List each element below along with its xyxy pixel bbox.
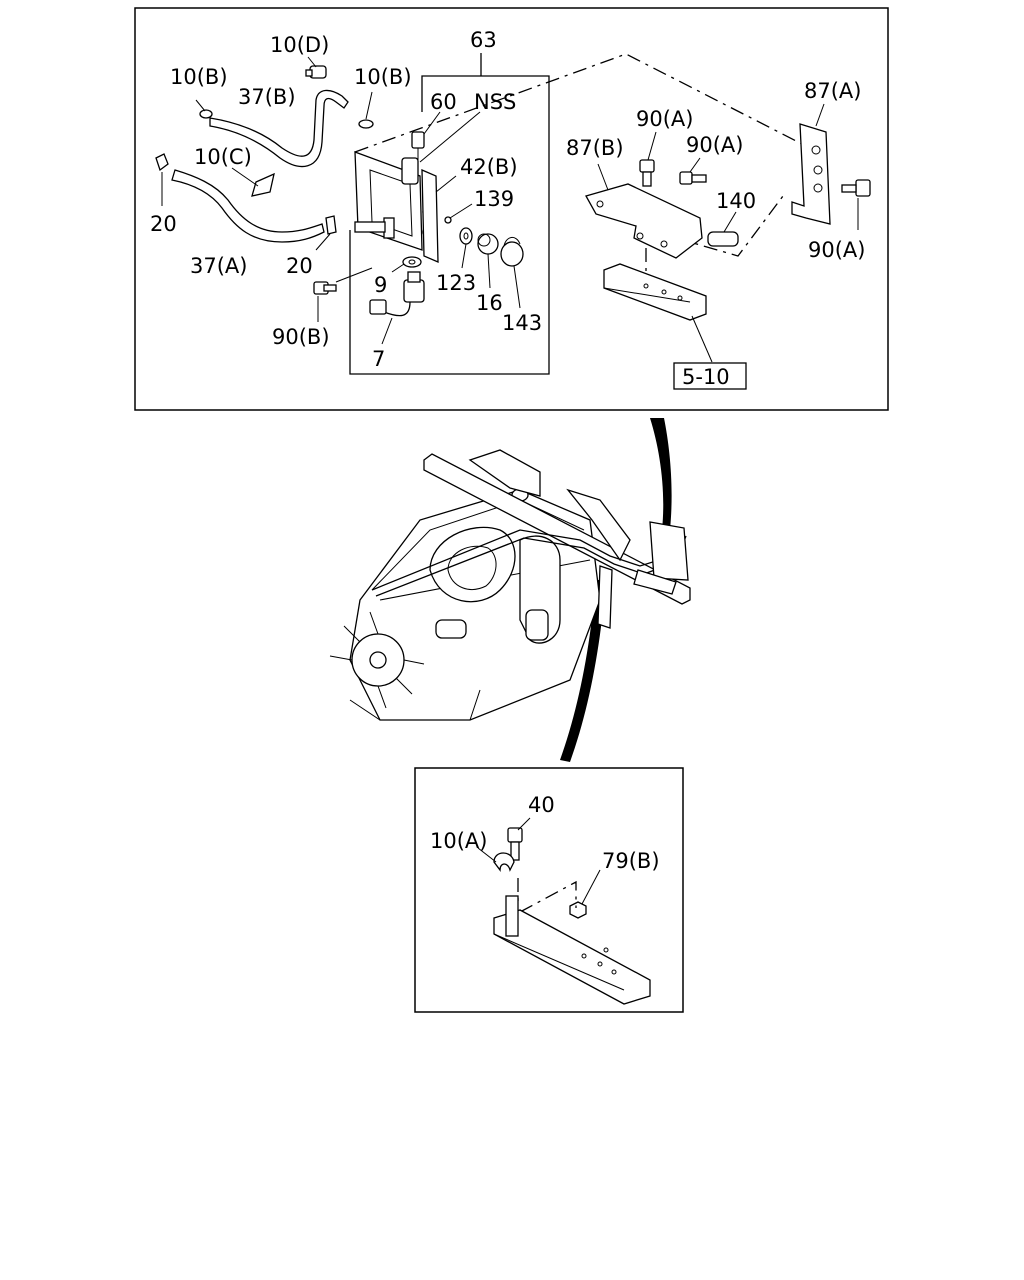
frame-rail-top — [603, 263, 713, 363]
part-labels: 10(D) 63 10(B) 37(B) 10(B) 60 NSS 87(A) … — [150, 28, 865, 873]
clamp-10c — [231, 167, 275, 197]
label-37a: 37(A) — [190, 254, 247, 278]
label-10b-right: 10(B) — [354, 65, 412, 89]
clamp-10d — [305, 56, 327, 79]
label-20-left: 20 — [150, 212, 177, 236]
bracket-87b — [585, 163, 703, 259]
o-ring-123 — [459, 227, 473, 269]
sensor-7 — [369, 271, 425, 345]
bolt-90a-right — [841, 179, 871, 230]
label-10b-left: 10(B) — [170, 65, 228, 89]
nss-leader — [419, 111, 481, 163]
clamp-10b-right — [358, 91, 374, 129]
bracket-mount-engine — [597, 521, 689, 629]
fuel-filter-body — [354, 151, 439, 263]
label-123: 123 — [436, 271, 476, 295]
clamp-20-left — [155, 153, 169, 206]
label-42b: 42(B) — [460, 155, 518, 179]
connector-arc-top — [650, 418, 672, 530]
label-87b: 87(B) — [566, 136, 624, 160]
label-90a-mid: 90(A) — [686, 133, 743, 157]
bolt-60 — [411, 111, 441, 160]
cap-16 — [477, 233, 499, 289]
label-87a: 87(A) — [804, 79, 861, 103]
label-143: 143 — [502, 311, 542, 335]
label-9: 9 — [374, 273, 387, 297]
dash-line-filter-to-bracket — [354, 53, 807, 153]
label-40: 40 — [528, 793, 555, 817]
label-nss: NSS — [474, 90, 516, 114]
part-139 — [444, 203, 473, 224]
label-37b: 37(B) — [238, 85, 296, 109]
engine-illustration — [329, 449, 691, 721]
clamp-10a — [477, 847, 515, 872]
bottom-detail-panel — [414, 767, 684, 1013]
label-ref-5-10: 5-10 — [682, 365, 730, 389]
hose-37b — [209, 89, 349, 167]
washer-9 — [391, 256, 422, 273]
bolt-90b — [313, 267, 373, 322]
dash-line-mount — [675, 191, 787, 257]
label-63: 63 — [470, 28, 497, 52]
label-139: 139 — [474, 187, 514, 211]
connector-arc-bottom — [560, 580, 606, 762]
dash-line-bottom-b — [519, 880, 577, 913]
label-10a: 10(A) — [430, 829, 487, 853]
ref-box-5-10 — [673, 362, 747, 390]
label-90a-top: 90(A) — [636, 107, 693, 131]
clamp-10b-left — [195, 99, 213, 119]
label-20-mid: 20 — [286, 254, 313, 278]
label-90b: 90(B) — [272, 325, 330, 349]
label-10d: 10(D) — [270, 33, 329, 57]
top-detail-panel — [134, 7, 889, 411]
bolt-90a-mid — [679, 157, 707, 185]
bolt-40 — [507, 817, 531, 861]
label-10c: 10(C) — [194, 145, 252, 169]
label-79b: 79(B) — [602, 849, 660, 873]
label-16: 16 — [476, 291, 503, 315]
nut-79b — [569, 869, 601, 919]
clamp-20-mid — [315, 215, 337, 251]
cap-143 — [500, 237, 524, 309]
label-7: 7 — [372, 347, 385, 371]
hose-37a — [171, 169, 325, 243]
label-140: 140 — [716, 189, 756, 213]
spacer-140 — [707, 211, 739, 247]
filter-assembly-box — [349, 53, 550, 375]
bracket-87a — [791, 103, 831, 225]
label-90a-right: 90(A) — [808, 238, 865, 262]
leader-42b — [435, 175, 457, 193]
frame-rail-bottom — [493, 895, 651, 1005]
label-60: 60 — [430, 90, 457, 114]
bolt-90a-top — [639, 131, 657, 187]
